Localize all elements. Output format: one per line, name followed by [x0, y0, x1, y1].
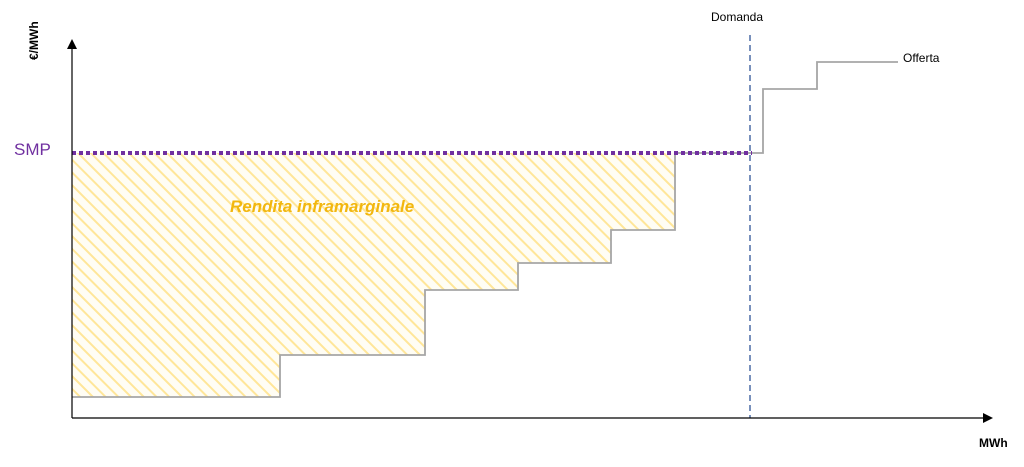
demand-label: Domanda — [711, 10, 764, 24]
x-axis-label: MWh — [979, 436, 1008, 450]
smp-label: SMP — [14, 140, 51, 159]
supply-label: Offerta — [903, 51, 940, 65]
inframarginal-rent-label: Rendita inframarginale — [230, 197, 415, 216]
y-axis-label: €/MWh — [27, 21, 41, 60]
supply-curve — [72, 61, 898, 398]
inframarginal-rent-area — [72, 153, 675, 397]
